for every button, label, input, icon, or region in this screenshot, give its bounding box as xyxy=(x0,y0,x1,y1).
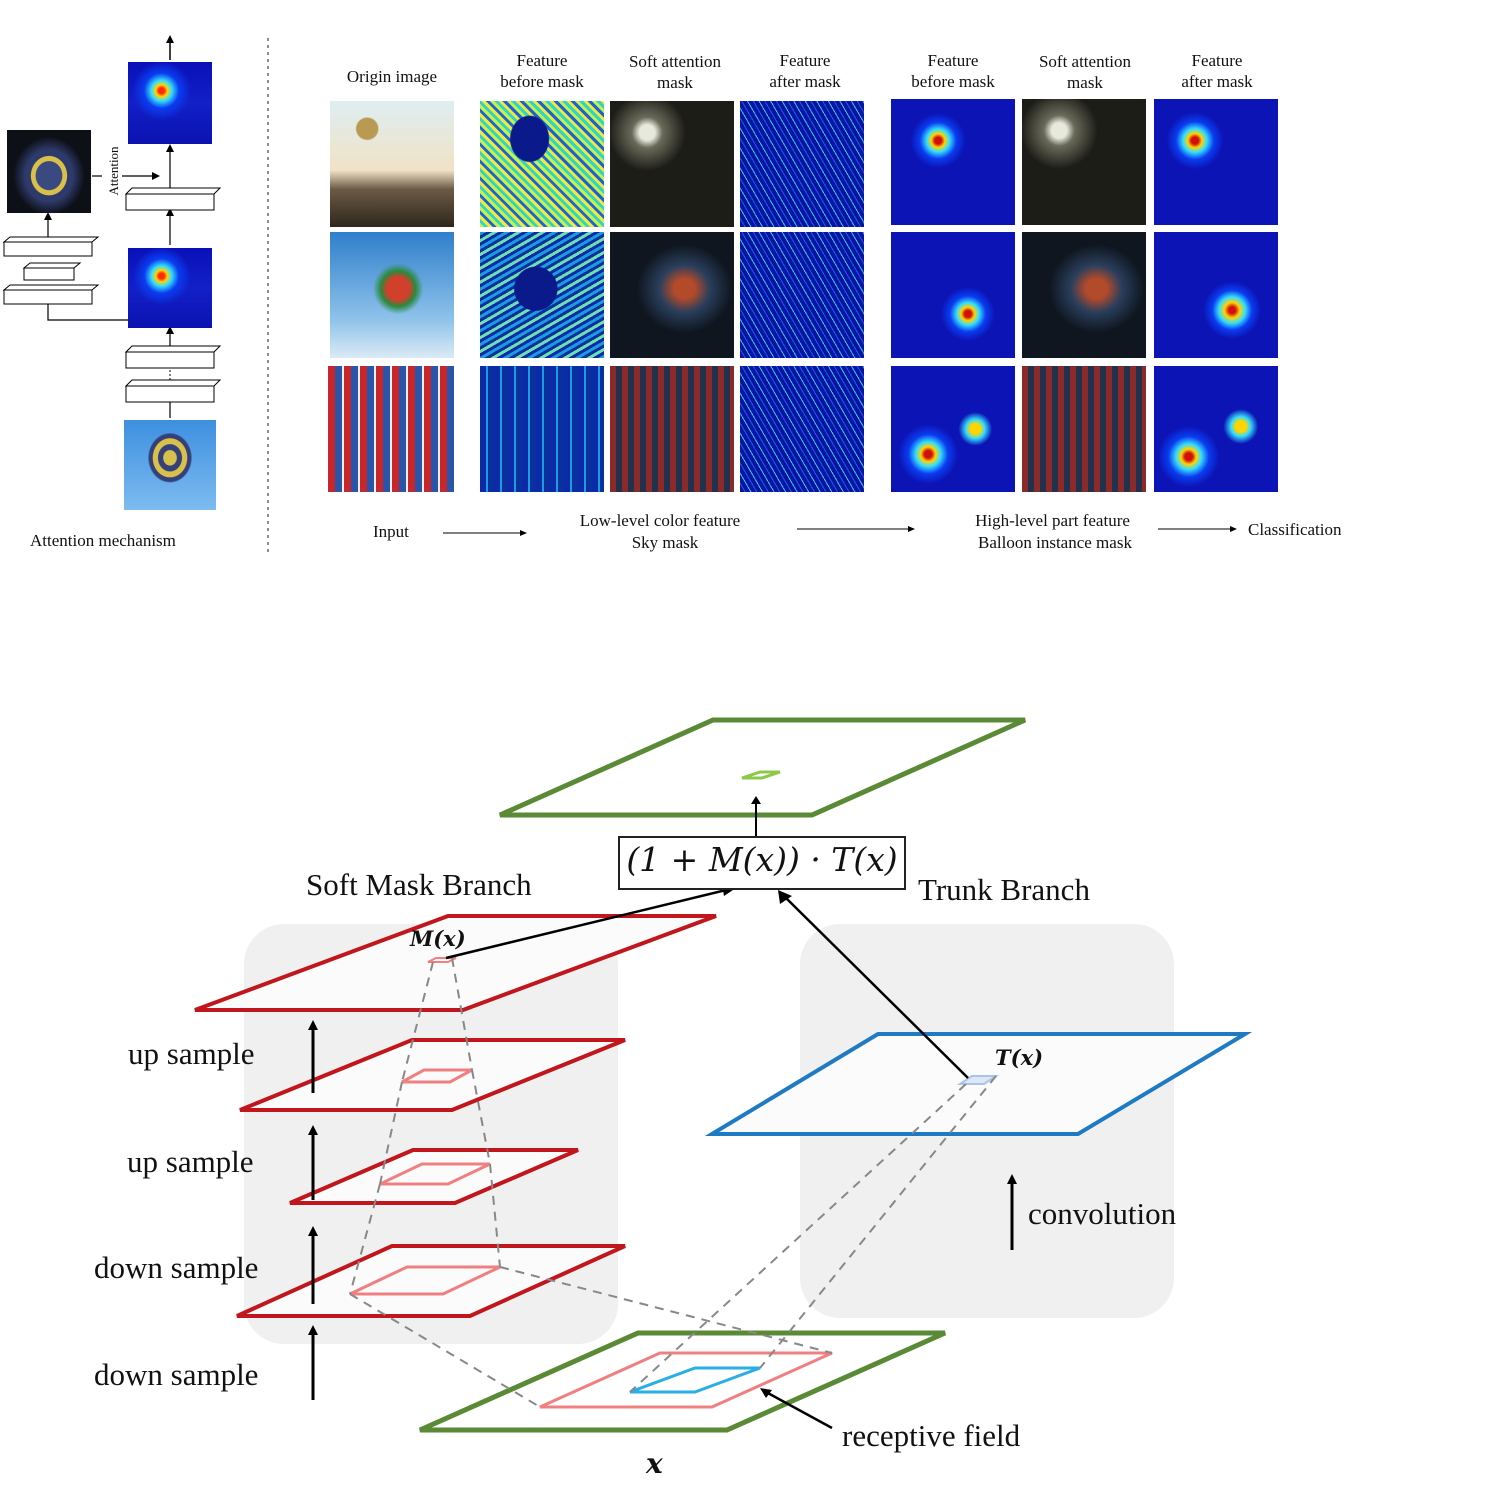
feature-after-low-row3 xyxy=(740,366,864,492)
header-soft-attention-mask-1: Soft attention mask xyxy=(628,52,722,92)
output-plane xyxy=(498,717,1027,818)
header-soft-attention-mask-2: Soft attention mask xyxy=(1038,52,1132,92)
step-label-4: down sample xyxy=(94,1357,259,1392)
feature-before-low-row2 xyxy=(480,232,604,358)
step-label-2: up sample xyxy=(127,1144,254,1179)
header-feature-before-mask-1: Feature before mask xyxy=(500,51,584,91)
soft-mask-branch-title: Soft Mask Branch xyxy=(306,867,532,902)
origin-image-row3 xyxy=(328,366,454,492)
convolution-label: convolution xyxy=(1028,1196,1177,1231)
upsample-plane-2 xyxy=(289,1148,579,1205)
mask-output-plane xyxy=(194,914,717,1012)
low-level-feature-label: Low-level color feature xyxy=(579,511,741,530)
origin-image-row1 xyxy=(330,101,454,227)
input-x-label: x xyxy=(646,1447,663,1480)
trunk-function-label: T(x) xyxy=(995,1045,1044,1070)
feature-before-high-row3 xyxy=(891,366,1015,492)
feature-after-low-row2 xyxy=(740,232,864,358)
step-label-3: down sample xyxy=(94,1250,259,1285)
feature-after-high-row3 xyxy=(1154,366,1278,492)
soft-mask-low-row3 xyxy=(610,366,734,492)
balloon-instance-mask-label: Balloon instance mask xyxy=(978,533,1132,552)
attention-output-heatmap xyxy=(128,62,212,144)
step-label-1: up sample xyxy=(128,1036,255,1071)
downsample-plane xyxy=(236,1244,626,1318)
mask-function-label: M(x) xyxy=(410,926,466,951)
feature-before-low-row1 xyxy=(480,101,604,227)
header-feature-after-mask-2: Feature after mask xyxy=(1181,51,1253,91)
high-level-feature-label: High-level part feature xyxy=(975,511,1130,530)
origin-image-row2 xyxy=(330,232,454,358)
feature-before-high-row2 xyxy=(891,232,1015,358)
input-plane xyxy=(418,1330,947,1433)
attention-formula: (1 + M(x)) · T(x) xyxy=(618,836,906,890)
input-label: Input xyxy=(373,522,409,541)
flow-arrows xyxy=(443,526,1237,536)
upsample-plane-1 xyxy=(239,1038,626,1112)
soft-mask-high-row2 xyxy=(1022,232,1146,358)
attention-mid-heatmap xyxy=(128,248,212,328)
soft-mask-low-row1 xyxy=(610,101,734,227)
soft-mask-high-row3 xyxy=(1022,366,1146,492)
attention-input-image xyxy=(124,420,216,510)
sky-mask-label: Sky mask xyxy=(631,533,699,552)
header-origin-image: Origin image xyxy=(346,67,438,86)
feature-after-high-row2 xyxy=(1154,232,1278,358)
soft-mask-high-row1 xyxy=(1022,99,1146,225)
feature-after-high-row1 xyxy=(1154,99,1278,225)
soft-mask-low-row2 xyxy=(610,232,734,358)
feature-before-high-row1 xyxy=(891,99,1015,225)
header-feature-before-mask-2: Feature before mask xyxy=(911,51,995,91)
feature-before-low-row3 xyxy=(480,366,604,492)
residual-attention-diagram xyxy=(194,717,1253,1433)
attention-schematic xyxy=(2,35,269,555)
feature-after-low-row1 xyxy=(740,101,864,227)
attention-mechanism-caption: Attention mechanism xyxy=(30,531,176,550)
trunk-branch-title: Trunk Branch xyxy=(918,872,1090,907)
classification-label: Classification xyxy=(1248,520,1342,539)
receptive-field-label: receptive field xyxy=(842,1418,1021,1453)
header-feature-after-mask-1: Feature after mask xyxy=(769,51,841,91)
attention-input-masked xyxy=(7,130,91,213)
